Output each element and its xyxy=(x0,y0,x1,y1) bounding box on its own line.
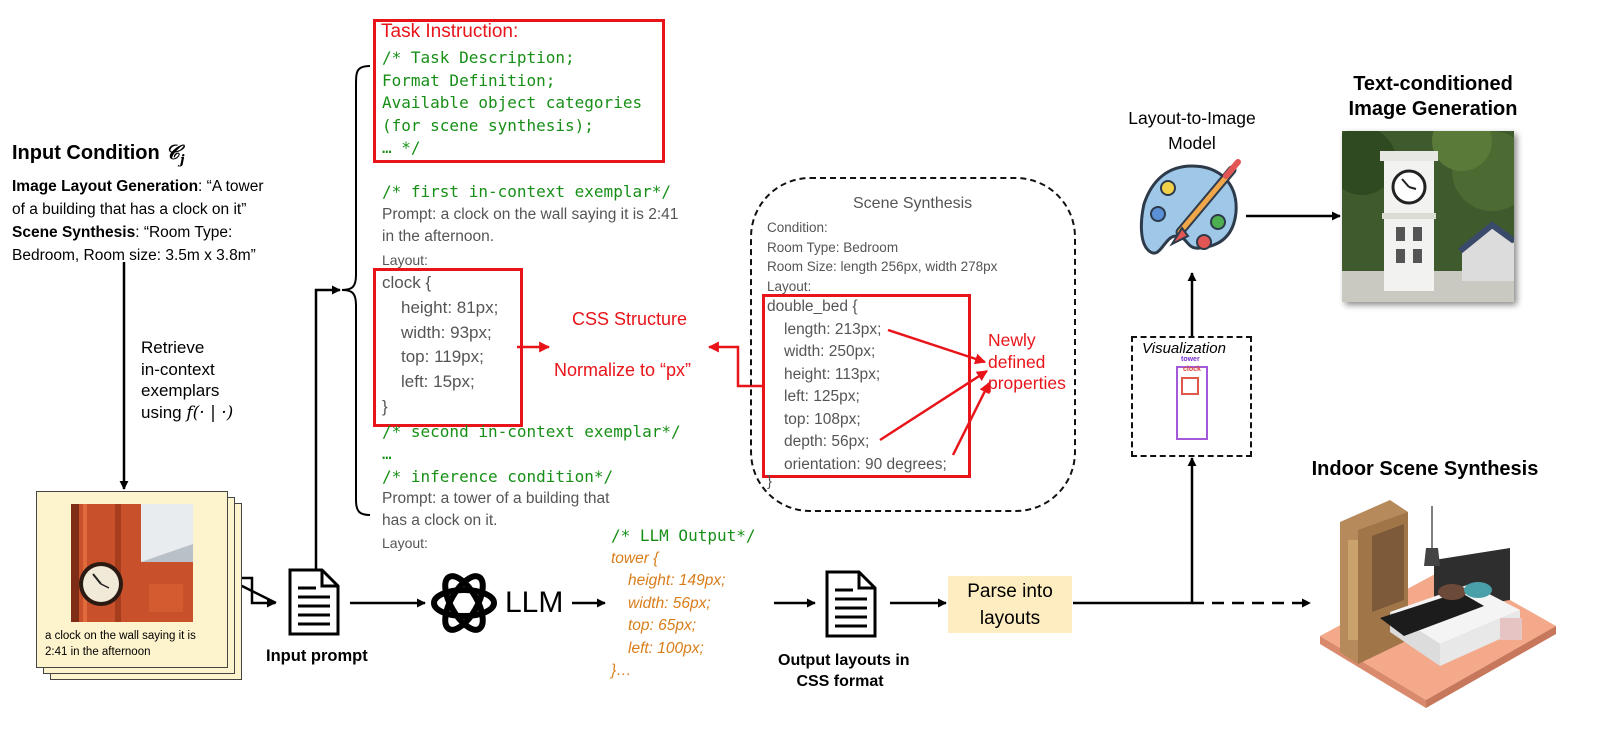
prompt-to-brace-arrow xyxy=(314,285,341,570)
input-prompt-label: Input prompt xyxy=(266,647,368,665)
newly-defined-label: Newly defined properties xyxy=(988,330,1066,393)
task-instruction-title: Task Instruction: xyxy=(381,21,519,42)
second-exemplar-comment: /* second in-context exemplar*/ xyxy=(382,422,681,441)
normalize-label: Normalize to “px” xyxy=(554,360,692,380)
parse-layouts-label: Parse into layouts xyxy=(967,581,1053,629)
palette-icon xyxy=(1139,159,1241,255)
double-bed-css-lines: double_bed { length: 213px; width: 250px… xyxy=(767,298,947,473)
input-condition-title: Input Condition 𝒞j xyxy=(12,140,185,168)
exemplar-card: a clock on the wall saying it is 2:41 in… xyxy=(36,491,228,668)
first-exemplar-block: /* first in-context exemplar*/ Prompt: a… xyxy=(382,182,679,269)
first-exemplar-comment: /* first in-context exemplar*/ xyxy=(382,182,671,201)
task-instruction-box xyxy=(373,19,665,163)
scene-close-brace: } xyxy=(767,473,773,490)
generated-clock-tower-image xyxy=(1342,131,1514,302)
scene-condition-cont: Bedroom, Room size: 3.5m x 3.8m” xyxy=(12,247,256,264)
parse-to-vis-arrow xyxy=(1073,457,1197,605)
bedroom-render-image xyxy=(1320,500,1556,708)
retrieve-label: Retrieve in-context exemplars using f(· … xyxy=(141,338,234,423)
inference-block: /* second in-context exemplar*/ … /* inf… xyxy=(382,422,681,552)
document-icon-input xyxy=(288,568,340,636)
llm-output-block: /* LLM Output*/ tower { height: 149px; w… xyxy=(611,526,756,679)
exemplar-caption: a clock on the wall saying it is 2:41 in… xyxy=(45,630,196,658)
image-layout-condition: Image Layout Generation: “A tower xyxy=(12,178,264,195)
scene-synthesis-panel xyxy=(750,177,1076,512)
css-structure-label: CSS Structure xyxy=(572,309,688,329)
scene-condition: Scene Synthesis: “Room Type: xyxy=(12,224,233,241)
text-conditioned-generation-label: Text-conditioned Image Generation xyxy=(1348,73,1518,120)
clock-css-box xyxy=(373,268,523,427)
vis-tower-rect xyxy=(1176,366,1208,440)
llm-output-comment: /* LLM Output*/ xyxy=(611,526,756,545)
visualization-label: Visualization xyxy=(1142,340,1226,357)
task-instruction-lines: /* Task Description; Format Definition; … xyxy=(382,48,643,158)
clock-css-lines: clock { height: 81px; width: 93px; top: … xyxy=(382,273,499,416)
prompt-brace xyxy=(341,65,371,516)
double-bed-css-box xyxy=(762,294,971,478)
vis-clock-rect xyxy=(1181,377,1199,395)
vis-clock-label: clock xyxy=(1183,366,1201,373)
parse-layouts-box xyxy=(948,576,1072,633)
inference-comment: /* inference condition*/ xyxy=(382,466,614,486)
document-icon-output xyxy=(825,570,877,638)
clock-photo-image xyxy=(71,504,193,622)
image-layout-condition-cont: of a building that has a clock on it” xyxy=(12,201,247,218)
scene-synthesis-title: Scene Synthesis xyxy=(853,195,973,212)
visualization-box xyxy=(1131,336,1252,457)
layout-to-image-label: Layout-to-Image Model xyxy=(1128,108,1256,153)
llm-label: LLM xyxy=(505,586,564,619)
scene-synthesis-condition: Condition: Room Type: Bedroom Room Size:… xyxy=(767,220,998,295)
indoor-scene-synthesis-label: Indoor Scene Synthesis xyxy=(1311,458,1539,480)
vis-tower-label: tower xyxy=(1181,356,1200,363)
input-condition: Input Condition 𝒞j Image Layout Generati… xyxy=(12,138,297,267)
newly-arrow-orientation xyxy=(951,382,991,456)
llm-logo-icon xyxy=(431,573,497,633)
output-layouts-label: Output layouts in CSS format xyxy=(778,652,910,690)
